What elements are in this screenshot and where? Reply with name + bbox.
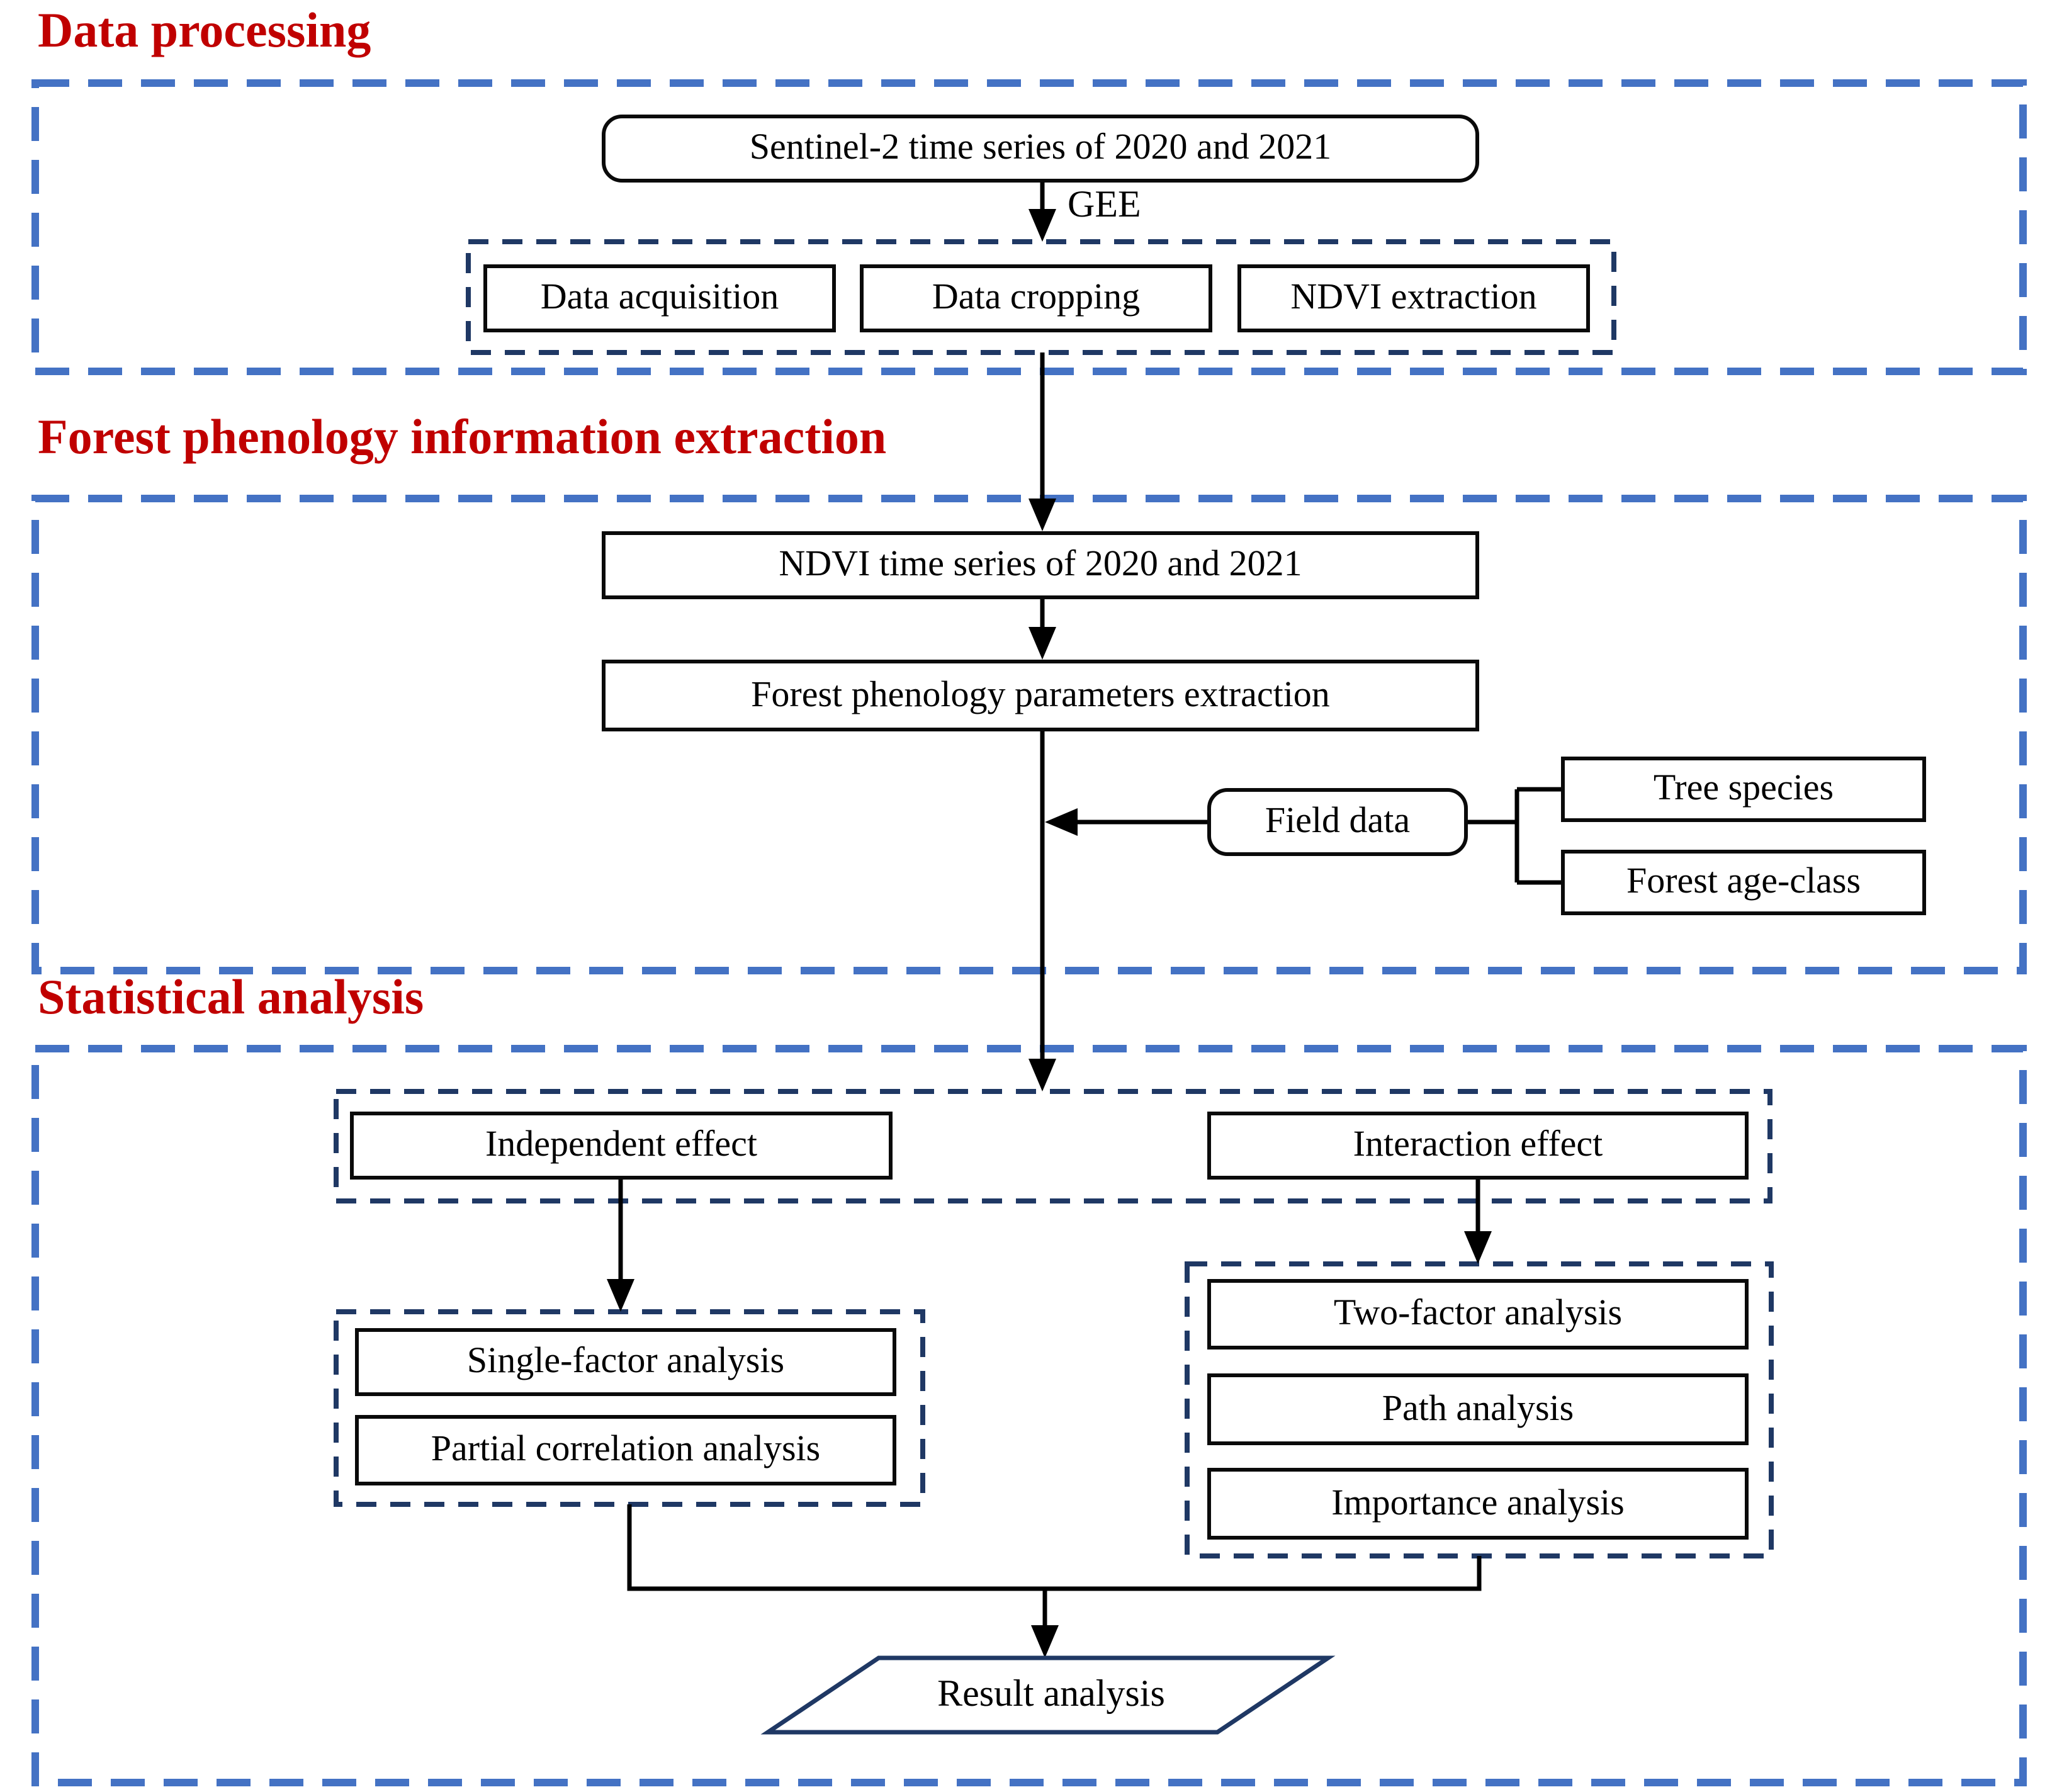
result-parallelogram — [760, 1655, 1336, 1735]
dashed-group-gee-steps — [466, 239, 1616, 355]
node-data-acquisition: Data acquisition — [483, 264, 836, 332]
section-title-statistical-analysis: Statistical analysis — [38, 971, 424, 1025]
arrowhead-down-result — [1031, 1625, 1059, 1658]
node-partial-correlation-analysis: Partial correlation analysis — [355, 1415, 896, 1485]
node-ndvi-extraction: NDVI extraction — [1237, 264, 1590, 332]
node-single-factor-analysis: Single-factor analysis — [355, 1328, 896, 1396]
arrowhead-down-effects — [1028, 1059, 1056, 1091]
gee-label: GEE — [1068, 184, 1141, 225]
connector-merge-elbow — [627, 1504, 1482, 1591]
arrowhead-down-ndvi-series — [1028, 499, 1056, 531]
node-independent-effect: Independent effect — [350, 1112, 893, 1180]
bracket-field-data-attributes — [1468, 787, 1561, 885]
node-importance-analysis: Importance analysis — [1207, 1468, 1749, 1540]
node-ndvi-time-series: NDVI time series of 2020 and 2021 — [602, 531, 1479, 599]
node-data-cropping: Data cropping — [860, 264, 1212, 332]
node-field-data: Field data — [1207, 788, 1468, 856]
dashed-group-effects — [334, 1089, 1772, 1203]
node-interaction-effect: Interaction effect — [1207, 1112, 1749, 1180]
node-forest-age-class: Forest age-class — [1561, 850, 1926, 915]
section-title-phenology-extraction: Forest phenology information extraction — [38, 410, 887, 465]
arrowhead-left-field-data — [1045, 808, 1078, 836]
arrowhead-down-independent — [607, 1279, 634, 1312]
node-sentinel-time-series: Sentinel-2 time series of 2020 and 2021 — [602, 115, 1479, 183]
node-path-analysis: Path analysis — [1207, 1373, 1749, 1445]
node-result-analysis: Result analysis — [937, 1673, 1165, 1715]
arrowhead-down-gee — [1028, 209, 1056, 242]
node-two-factor-analysis: Two-factor analysis — [1207, 1279, 1749, 1350]
section-title-data-processing: Data processing — [38, 4, 371, 58]
dashed-box-data-processing — [31, 79, 2027, 375]
dashed-box-phenology-extraction — [31, 495, 2027, 974]
arrowhead-down-interaction — [1464, 1231, 1492, 1264]
node-phenology-parameters: Forest phenology parameters extraction — [602, 660, 1479, 731]
dashed-box-statistical-analysis — [31, 1045, 2027, 1786]
arrowhead-down-parameters — [1028, 627, 1056, 660]
node-tree-species: Tree species — [1561, 757, 1926, 822]
